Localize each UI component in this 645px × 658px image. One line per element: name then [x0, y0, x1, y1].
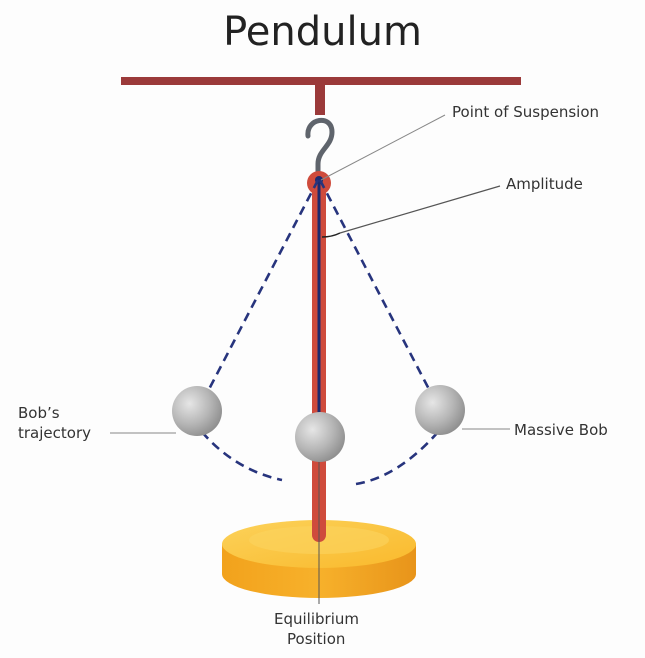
label-bobs-trajectory-line2: trajectory [18, 424, 91, 442]
label-bobs-trajectory-line1: Bob’s [18, 404, 60, 422]
bob-trajectory-right [355, 431, 439, 486]
right-swing-string [318, 179, 434, 396]
label-equilibrium-line2: Position [287, 630, 346, 648]
left-swing-string [204, 179, 320, 396]
amplitude-mark [321, 232, 341, 238]
diagram-title: Pendulum [223, 9, 422, 55]
label-amplitude: Amplitude [506, 175, 583, 193]
label-massive-bob: Massive Bob [514, 421, 608, 439]
bob-center [295, 412, 345, 462]
hook-icon [305, 118, 335, 179]
support-beam [121, 77, 521, 85]
label-equilibrium-line1: Equilibrium [274, 610, 359, 628]
bob-right [415, 385, 465, 435]
leader-amplitude [339, 185, 501, 234]
support-mount [315, 85, 325, 115]
label-point-of-suspension: Point of Suspension [452, 103, 600, 121]
bob-left [172, 386, 222, 436]
bob-trajectory-left [201, 431, 283, 482]
leader-point-of-suspension [320, 114, 446, 181]
